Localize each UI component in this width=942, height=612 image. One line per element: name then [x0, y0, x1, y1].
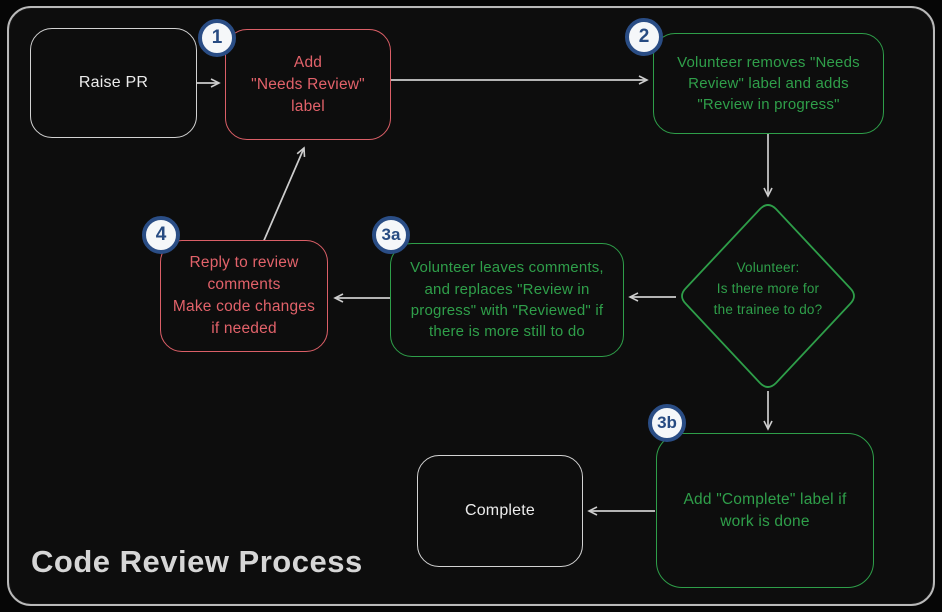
node-add-needs-review-label: Add "Needs Review" label	[225, 29, 391, 140]
decision-label: Volunteer: Is there more for the trainee…	[713, 260, 823, 317]
step-badge-3b: 3b	[648, 404, 686, 442]
node-add-complete-label: Add "Complete" label if work is done	[656, 433, 874, 588]
step-badge-3a: 3a	[372, 216, 410, 254]
step-badge-4: 4	[142, 216, 180, 254]
node-volunteer-removes-label: Volunteer removes "Needs Review" label a…	[653, 33, 884, 134]
node-reply-to-review-comments: Reply to review comments Make code chang…	[160, 240, 328, 352]
diagram-title: Code Review Process	[31, 544, 363, 579]
node-complete: Complete	[417, 455, 583, 567]
step-badge-2: 2	[625, 18, 663, 56]
node-volunteer-leaves-comments: Volunteer leaves comments, and replaces …	[390, 243, 624, 357]
node-raise-pr: Raise PR	[30, 28, 197, 138]
step-badge-1: 1	[198, 19, 236, 57]
